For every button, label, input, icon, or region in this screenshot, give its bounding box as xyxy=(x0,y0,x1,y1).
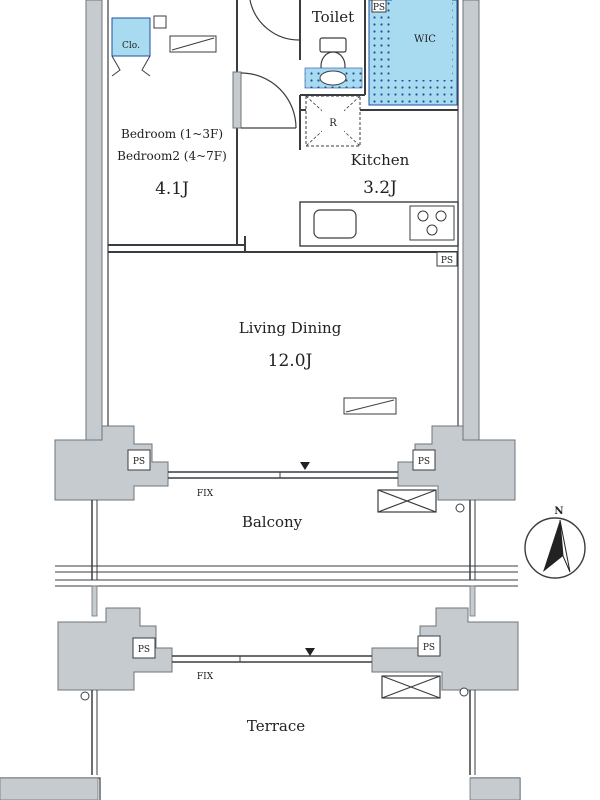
sink-icon xyxy=(313,209,357,239)
interior-partitions xyxy=(108,0,458,253)
terrace-window xyxy=(172,655,372,663)
terrace-entry-marker-icon xyxy=(305,648,315,656)
terrace-label: Terrace xyxy=(247,717,305,735)
bedroom-area: 4.1J xyxy=(155,179,189,199)
walk-in-closet: PS WIC xyxy=(368,0,458,106)
closet: Clo. xyxy=(111,15,217,77)
living-dining: Living Dining 12.0J xyxy=(239,319,397,415)
stove-icon xyxy=(409,205,455,241)
terrace-fix-label: FIX xyxy=(197,672,214,682)
kitchen-area: 3.2J xyxy=(363,178,397,198)
floor-separator xyxy=(55,565,518,587)
svg-text:PS: PS xyxy=(133,457,145,467)
north-arrow-icon: N xyxy=(524,506,586,579)
right-exterior-wall xyxy=(462,0,480,441)
floor-heating-panel xyxy=(343,397,397,415)
svg-text:PS: PS xyxy=(441,256,453,266)
upper-facade: PS PS FIX xyxy=(54,425,516,513)
refrigerator-label: R xyxy=(329,118,337,129)
svg-text:PS: PS xyxy=(138,645,150,655)
balcony-window xyxy=(168,471,398,479)
entry-marker-icon xyxy=(300,462,310,470)
left-column-lower xyxy=(57,607,173,691)
lower-facade: PS PS FIX xyxy=(57,585,519,701)
refrigerator-space: R xyxy=(305,95,361,147)
kitchen: Kitchen 3.2J PS xyxy=(299,151,459,267)
balcony: Balcony xyxy=(91,500,476,580)
wic-label: WIC xyxy=(414,34,436,45)
bedroom-label-line2: Bedroom2 (4~7F) xyxy=(117,149,227,163)
bedroom-door xyxy=(240,0,301,129)
left-exterior-wall xyxy=(85,0,103,441)
outdoor-unit-icon xyxy=(377,489,437,513)
svg-text:PS: PS xyxy=(423,643,435,653)
toilet-room: Toilet xyxy=(304,8,363,89)
closet-storage xyxy=(111,17,151,57)
closet-label: Clo. xyxy=(122,41,140,51)
toilet-label: Toilet xyxy=(312,8,354,26)
terrace: Terrace xyxy=(0,690,521,800)
balcony-fix-label: FIX xyxy=(197,489,214,499)
living-dining-label: Living Dining xyxy=(239,319,342,337)
balcony-label: Balcony xyxy=(242,513,303,531)
terrace-outdoor-unit-icon xyxy=(381,675,441,699)
bedroom: Bedroom (1~3F) Bedroom2 (4~7F) 4.1J xyxy=(117,127,227,199)
kitchen-label: Kitchen xyxy=(351,151,410,169)
compass-north-label: N xyxy=(554,506,563,517)
bedroom-label-line1: Bedroom (1~3F) xyxy=(121,127,223,141)
svg-text:PS: PS xyxy=(418,457,430,467)
left-column-upper xyxy=(54,425,169,501)
living-dining-area: 12.0J xyxy=(268,351,313,371)
svg-text:PS: PS xyxy=(373,3,385,13)
